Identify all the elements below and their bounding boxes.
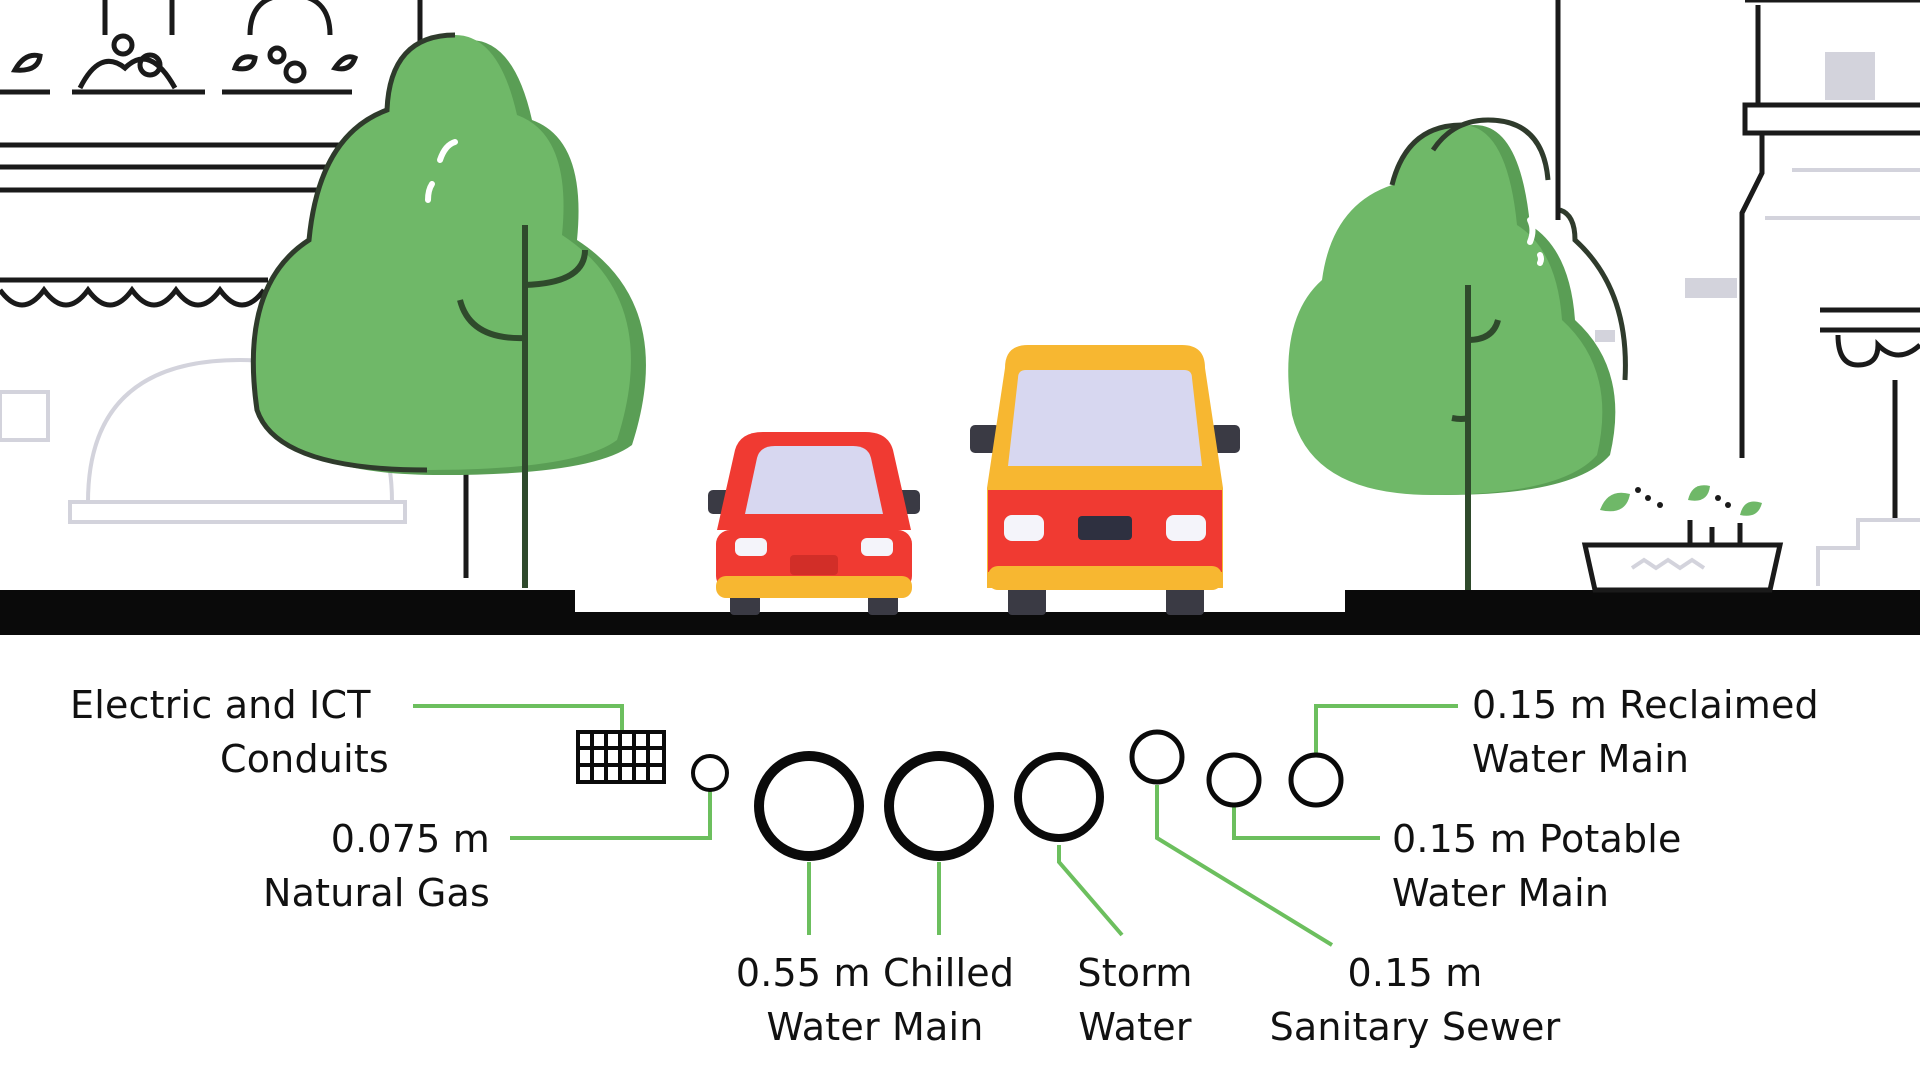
leader-natural-gas — [510, 790, 712, 840]
label-sanitary-sewer-line2: Sanitary Sewer — [1269, 1005, 1561, 1049]
label-storm-water-line1: Storm — [1077, 951, 1193, 995]
potable-water-pipe — [1206, 752, 1262, 808]
label-chilled-water-line1: 0.55 m Chilled — [735, 951, 1015, 995]
label-chilled-water-line2: Water Main — [766, 1005, 984, 1049]
utility-pipes — [576, 729, 1344, 861]
label-electric-ict: Electric and ICT Conduits — [40, 678, 410, 786]
leader-lines — [413, 704, 1458, 947]
label-potable-water-line2: Water Main — [1392, 871, 1610, 915]
label-reclaimed-water-line2: Water Main — [1472, 737, 1690, 781]
awning — [0, 277, 268, 308]
label-electric-ict-line2: Conduits — [220, 737, 389, 781]
leader-potable-water — [1232, 806, 1380, 840]
leader-sanitary-sewer — [1155, 785, 1334, 947]
label-sanitary-sewer-line1: 0.15 m — [1347, 951, 1483, 995]
window-planters — [0, 0, 359, 95]
chilled-water-pipe-1 — [754, 751, 864, 861]
van-yellow — [970, 345, 1240, 615]
reclaimed-water-pipe — [1288, 752, 1344, 808]
label-natural-gas: 0.075 m Natural Gas — [180, 812, 490, 920]
label-reclaimed-water-line1: 0.15 m Reclaimed — [1472, 683, 1819, 727]
leader-reclaimed-water — [1314, 704, 1458, 756]
label-potable-water: 0.15 m Potable Water Main — [1392, 812, 1752, 920]
leader-storm-water — [1057, 845, 1124, 937]
label-sanitary-sewer: 0.15 m Sanitary Sewer — [1240, 946, 1590, 1054]
label-storm-water: Storm Water — [1055, 946, 1215, 1054]
chilled-water-pipe-2 — [884, 751, 994, 861]
label-natural-gas-line1: 0.075 m — [330, 817, 490, 861]
leader-electric-ict — [413, 704, 624, 732]
label-reclaimed-water: 0.15 m Reclaimed Water Main — [1472, 678, 1892, 786]
conduit-grid-icon — [576, 730, 666, 784]
label-potable-water-line1: 0.15 m Potable — [1392, 817, 1682, 861]
car-red — [708, 432, 920, 615]
label-natural-gas-line2: Natural Gas — [263, 871, 490, 915]
label-chilled-water: 0.55 m Chilled Water Main — [705, 946, 1045, 1054]
right-building-faded-details — [1595, 52, 1920, 586]
sanitary-sewer-pipe — [1129, 729, 1185, 785]
natural-gas-pipe — [691, 754, 729, 792]
tree-right — [1288, 117, 1628, 590]
tree-left — [250, 32, 646, 588]
label-storm-water-line2: Water — [1078, 1005, 1192, 1049]
road-surface — [0, 590, 1920, 635]
storm-water-pipe — [1014, 752, 1104, 842]
label-electric-ict-line1: Electric and ICT — [70, 683, 371, 727]
planter — [1581, 485, 1784, 593]
right-building — [1555, 0, 1920, 520]
